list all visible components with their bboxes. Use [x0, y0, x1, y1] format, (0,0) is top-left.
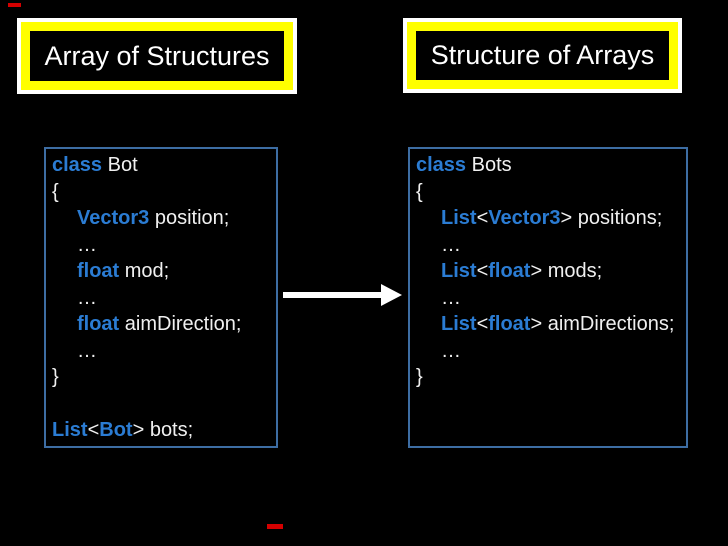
code-line: …: [416, 338, 686, 365]
title-yellow-frame: Array of Structures: [21, 22, 293, 90]
code-line: List<Vector3> positions;: [416, 205, 686, 232]
code-keyword: class: [416, 154, 467, 176]
code-line: class Bots: [416, 152, 686, 179]
code-text: > aimDirections;: [530, 313, 675, 335]
code-text: aimDirection;: [119, 313, 242, 335]
code-line: …: [52, 338, 276, 365]
code-keyword: List: [441, 207, 477, 229]
code-text: {: [416, 180, 423, 203]
code-line: {: [52, 179, 276, 206]
code-line: {: [416, 179, 686, 206]
code-line: }: [416, 364, 686, 391]
code-line: class Bot: [52, 152, 276, 179]
code-text: …: [441, 233, 461, 256]
code-line: List<float> mods;: [416, 258, 686, 285]
right-arrow-icon: [283, 284, 402, 306]
code-text: …: [441, 339, 461, 362]
code-text: …: [441, 286, 461, 309]
code-keyword: float: [77, 260, 120, 282]
title-array-of-structures: Array of Structures: [30, 31, 284, 81]
code-text: > mods;: [530, 260, 603, 282]
code-keyword: Bot: [99, 419, 133, 441]
code-text: Bot: [102, 154, 138, 176]
code-text: mod;: [119, 260, 170, 282]
code-keyword: float: [488, 260, 531, 282]
code-line: [52, 391, 276, 418]
code-text: …: [77, 233, 97, 256]
code-text: Bots: [466, 154, 512, 176]
code-text: …: [77, 339, 97, 362]
code-line: …: [416, 285, 686, 312]
code-text: }: [416, 366, 423, 388]
code-keyword: float: [488, 313, 531, 335]
code-text: <: [476, 313, 489, 335]
title-box-array-of-structures: Array of Structures: [17, 18, 297, 94]
code-text: position;: [149, 207, 230, 229]
code-keyword: class: [52, 154, 103, 176]
code-keyword: List: [52, 419, 88, 441]
code-line: Vector3 position;: [52, 205, 276, 232]
title-box-structure-of-arrays: Structure of Arrays: [403, 18, 682, 93]
code-box-aos: class Bot{Vector3 position;…float mod;…f…: [44, 147, 278, 448]
code-text: <: [476, 260, 489, 282]
code-box-soa: class Bots{List<Vector3> positions;…List…: [408, 147, 688, 448]
code-line: }: [52, 364, 276, 391]
code-keyword: List: [441, 313, 477, 335]
title-structure-of-arrays: Structure of Arrays: [416, 31, 669, 80]
video-artifact-bottom: [267, 524, 283, 529]
code-text: }: [52, 366, 59, 388]
code-line: …: [52, 285, 276, 312]
code-line: …: [416, 232, 686, 259]
title-yellow-frame: Structure of Arrays: [407, 22, 678, 89]
code-keyword: float: [77, 313, 120, 335]
code-text: {: [52, 180, 59, 203]
code-text: > positions;: [560, 207, 663, 229]
code-line: …: [52, 232, 276, 259]
code-line: List<float> aimDirections;: [416, 311, 686, 338]
code-text: …: [77, 286, 97, 309]
code-keyword: Vector3: [77, 207, 150, 229]
code-line: List<Bot> bots;: [52, 417, 276, 444]
code-line: float mod;: [52, 258, 276, 285]
code-text: > bots;: [132, 419, 194, 441]
code-keyword: Vector3: [488, 207, 561, 229]
code-text: <: [476, 207, 489, 229]
code-line: float aimDirection;: [52, 311, 276, 338]
video-artifact-top: [8, 3, 21, 7]
code-keyword: List: [441, 260, 477, 282]
code-text: <: [87, 419, 100, 441]
